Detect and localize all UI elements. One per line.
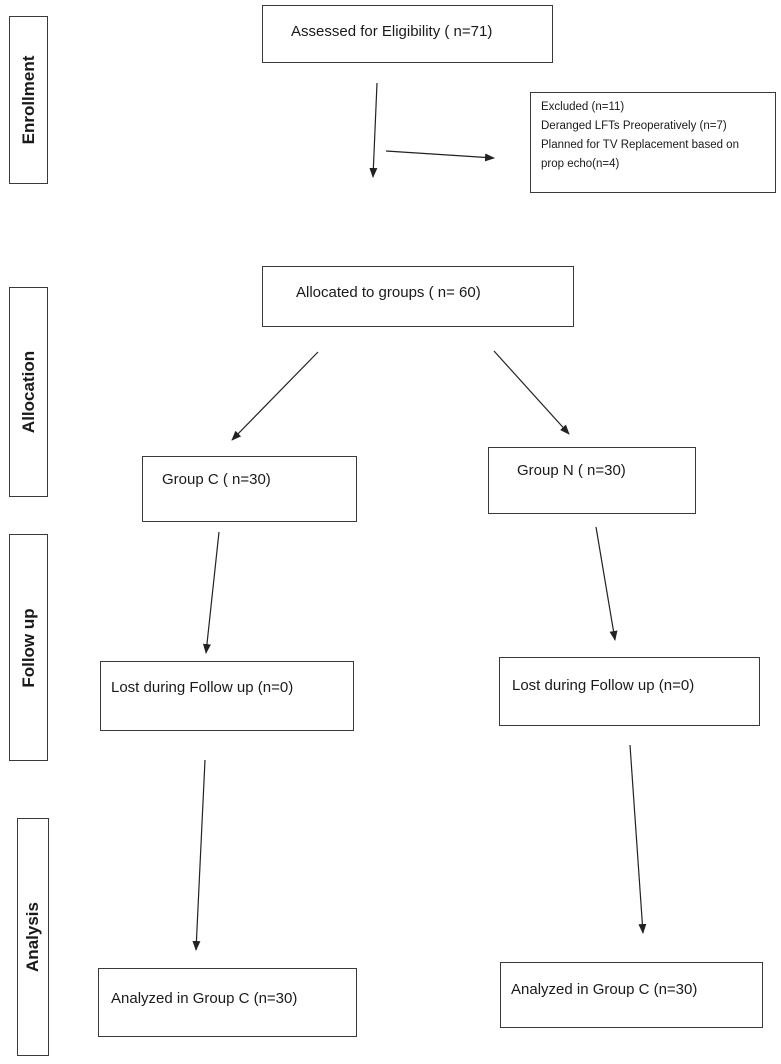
- lost-left-box: Lost during Follow up (n=0): [100, 661, 354, 731]
- analyzed-right-box: Analyzed in Group C (n=30): [500, 962, 763, 1028]
- analyzed-right-text: Analyzed in Group C (n=30): [511, 981, 698, 998]
- stage-follow-up: Follow up: [9, 534, 48, 761]
- lost-right-text: Lost during Follow up (n=0): [512, 677, 695, 694]
- allocated-box: Allocated to groups ( n= 60): [262, 266, 574, 327]
- analyzed-left-box: Analyzed in Group C (n=30): [98, 968, 357, 1037]
- group-n-text: Group N ( n=30): [517, 462, 626, 479]
- excluded-line-3: Planned for TV Replacement based on: [541, 139, 739, 151]
- excluded-text: Excluded (n=11) Deranged LFTs Preoperati…: [541, 98, 739, 174]
- stage-allocation: Allocation: [9, 287, 48, 497]
- assessed-text: Assessed for Eligibility ( n=71): [291, 23, 493, 40]
- allocated-text: Allocated to groups ( n= 60): [296, 284, 481, 301]
- arrow-allocated-to-group-n: [493, 350, 570, 435]
- arrow-assessed-to-allocated: [369, 82, 378, 178]
- arrow-lost-right-to-analyzed: [629, 744, 647, 934]
- arrow-to-excluded: [385, 150, 495, 162]
- assessed-box: Assessed for Eligibility ( n=71): [262, 5, 553, 63]
- excluded-line-4: prop echo(n=4): [541, 158, 620, 170]
- excluded-box: Excluded (n=11) Deranged LFTs Preoperati…: [530, 92, 776, 193]
- excluded-line-1: Excluded (n=11): [541, 101, 625, 113]
- lost-left-text: Lost during Follow up (n=0): [111, 679, 294, 696]
- analyzed-left-text: Analyzed in Group C (n=30): [111, 990, 298, 1007]
- excluded-line-2: Deranged LFTs Preoperatively (n=7): [541, 120, 727, 132]
- stage-analysis: Analysis: [17, 818, 49, 1056]
- arrow-group-n-to-lost: [595, 526, 618, 641]
- stage-enrollment: Enrollment: [9, 16, 48, 184]
- arrow-allocated-to-group-c: [231, 351, 319, 441]
- arrow-group-c-to-lost: [202, 531, 220, 654]
- lost-right-box: Lost during Follow up (n=0): [499, 657, 760, 726]
- group-c-box: Group C ( n=30): [142, 456, 357, 522]
- arrow-lost-left-to-analyzed: [192, 759, 206, 951]
- group-c-text: Group C ( n=30): [162, 471, 271, 488]
- group-n-box: Group N ( n=30): [488, 447, 696, 514]
